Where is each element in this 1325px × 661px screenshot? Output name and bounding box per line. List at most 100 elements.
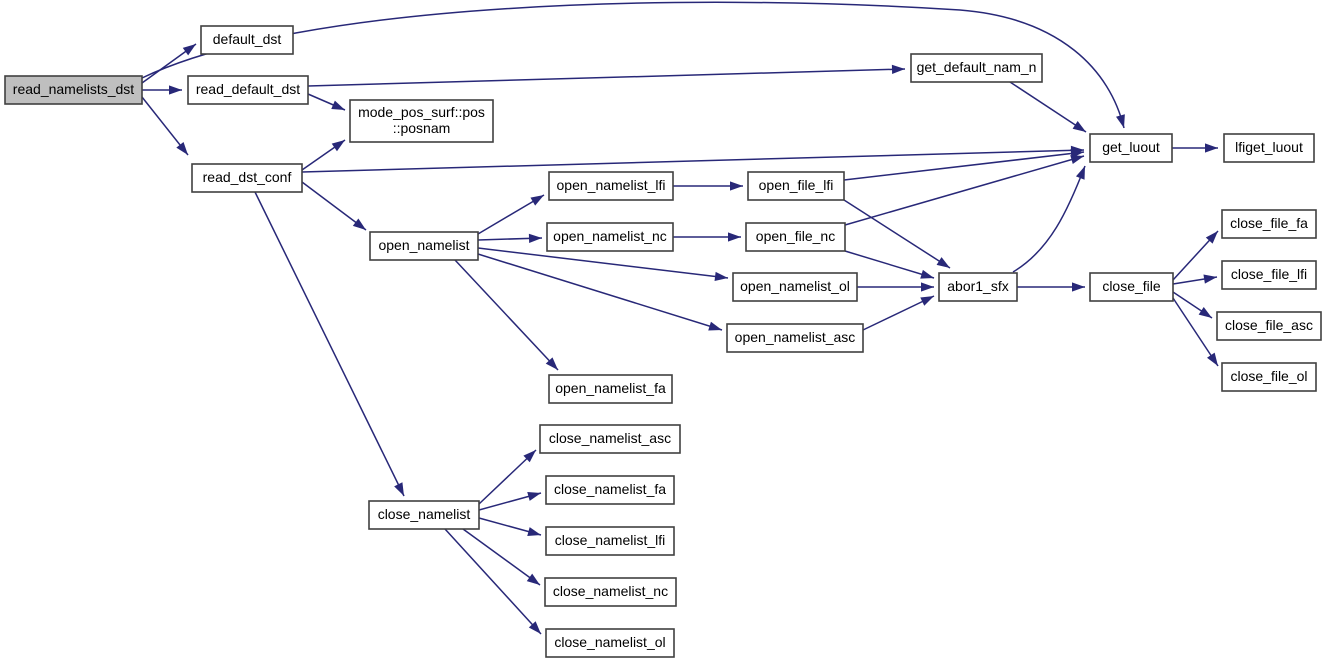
node-box[interactable] — [1089, 272, 1174, 302]
edge-open_namelist-to-open_namelist_nc — [477, 233, 543, 244]
node-box[interactable] — [1089, 133, 1173, 163]
node-box[interactable] — [369, 231, 479, 261]
node-label: close_file_asc — [1225, 317, 1313, 333]
node-box[interactable] — [1223, 133, 1315, 163]
node-close_namelist_nc[interactable]: close_namelist_nc — [544, 577, 677, 607]
node-close_namelist_lfi[interactable]: close_namelist_lfi — [545, 526, 675, 556]
node-label: close_file_fa — [1230, 215, 1308, 231]
node-box[interactable] — [1221, 209, 1317, 239]
node-box[interactable] — [545, 475, 675, 505]
node-open_namelist_lfi[interactable]: open_namelist_lfi — [548, 171, 674, 201]
arrowhead-icon — [1203, 274, 1217, 284]
node-default_dst[interactable]: default_dst — [200, 25, 294, 55]
edge-line — [843, 199, 951, 269]
node-label: close_file_lfi — [1231, 266, 1307, 282]
node-close_file_asc[interactable]: close_file_asc — [1216, 311, 1322, 341]
node-box[interactable] — [545, 628, 675, 658]
edge-get_luout-to-lfiget_luout — [1172, 143, 1218, 153]
edge-open_namelist_lfi-to-open_file_lfi — [673, 181, 743, 191]
node-label: open_namelist_nc — [553, 228, 667, 244]
node-get_default_nam_n[interactable]: get_default_nam_n — [910, 53, 1043, 83]
node-box[interactable] — [938, 272, 1018, 302]
node-get_luout[interactable]: get_luout — [1089, 133, 1173, 163]
node-box[interactable] — [546, 222, 674, 252]
edge-read_namelists_dst-to-read_dst_conf — [141, 96, 189, 156]
edge-line — [844, 155, 1085, 226]
edge-line — [462, 528, 541, 586]
node-label: open_namelist_fa — [555, 380, 666, 396]
node-read_namelists_dst[interactable]: read_namelists_dst — [4, 75, 143, 105]
node-box[interactable] — [745, 222, 846, 252]
node-close_file[interactable]: close_file — [1089, 272, 1174, 302]
node-box[interactable] — [4, 75, 143, 105]
arrowhead-icon — [331, 140, 345, 152]
node-box[interactable] — [910, 53, 1043, 83]
edge-abor1_sfx-to-close_file — [1017, 282, 1085, 292]
arrowhead-icon — [527, 492, 541, 501]
node-open_file_lfi[interactable]: open_file_lfi — [747, 171, 845, 201]
node-lfiget_luout[interactable]: lfiget_luout — [1223, 133, 1315, 163]
edge-line — [141, 1, 1125, 129]
node-close_file_ol[interactable]: close_file_ol — [1221, 362, 1317, 392]
node-close_namelist[interactable]: close_namelist — [368, 500, 480, 530]
edge-close_namelist-to-close_namelist_fa — [478, 492, 542, 511]
edge-open_namelist-to-open_namelist_asc — [477, 253, 723, 331]
node-box[interactable] — [545, 526, 675, 556]
node-box[interactable] — [544, 577, 677, 607]
node-abor1_sfx[interactable]: abor1_sfx — [938, 272, 1018, 302]
edge-abor1_sfx-to-get_luout — [1012, 165, 1086, 273]
node-box[interactable] — [1221, 362, 1317, 392]
node-box[interactable] — [368, 500, 480, 530]
node-read_default_dst[interactable]: read_default_dst — [187, 75, 309, 105]
node-label: close_namelist_asc — [549, 430, 671, 446]
node-box[interactable] — [200, 25, 294, 55]
node-label: default_dst — [213, 31, 282, 47]
node-open_namelist_ol[interactable]: open_namelist_ol — [732, 272, 858, 302]
node-open_namelist_fa[interactable]: open_namelist_fa — [548, 374, 673, 404]
edges-layer — [141, 1, 1219, 635]
edge-line — [862, 295, 935, 331]
arrowhead-icon — [1205, 143, 1218, 153]
arrowhead-icon — [936, 257, 950, 268]
node-close_namelist_asc[interactable]: close_namelist_asc — [539, 424, 681, 454]
node-open_file_nc[interactable]: open_file_nc — [745, 222, 846, 252]
node-mode_pos_surf[interactable]: mode_pos_surf::pos::posnam — [349, 99, 494, 143]
node-read_dst_conf[interactable]: read_dst_conf — [191, 163, 303, 193]
node-close_file_lfi[interactable]: close_file_lfi — [1221, 260, 1317, 290]
node-open_namelist_asc[interactable]: open_namelist_asc — [726, 323, 864, 353]
edge-read_default_dst-to-mode_pos_surf — [307, 93, 346, 111]
arrowhead-icon — [394, 482, 404, 496]
node-box[interactable] — [187, 75, 309, 105]
node-close_namelist_ol[interactable]: close_namelist_ol — [545, 628, 675, 658]
node-box[interactable] — [1216, 311, 1322, 341]
node-open_namelist_nc[interactable]: open_namelist_nc — [546, 222, 674, 252]
node-box[interactable] — [191, 163, 303, 193]
edge-open_file_nc-to-get_luout — [844, 155, 1085, 226]
node-label: close_namelist_fa — [554, 481, 666, 497]
node-box[interactable] — [349, 99, 494, 143]
node-close_file_fa[interactable]: close_file_fa — [1221, 209, 1317, 239]
arrowhead-icon — [545, 357, 558, 370]
nodes-layer: read_namelists_dst default_dst read_defaul… — [4, 25, 1322, 658]
edge-open_namelist-to-open_namelist_ol — [477, 247, 729, 282]
edge-line — [477, 247, 729, 279]
node-close_namelist_fa[interactable]: close_namelist_fa — [545, 475, 675, 505]
edge-line — [843, 151, 1085, 181]
edge-open_namelist_asc-to-abor1_sfx — [862, 295, 935, 331]
arrowhead-icon — [1072, 282, 1085, 292]
arrowhead-icon — [176, 141, 188, 155]
node-label: open_namelist_asc — [735, 329, 856, 345]
edge-read_default_dst-to-get_default_nam_n — [307, 64, 906, 87]
node-open_namelist[interactable]: open_namelist — [369, 231, 479, 261]
node-box[interactable] — [732, 272, 858, 302]
node-box[interactable] — [1221, 260, 1317, 290]
edge-read_dst_conf-to-get_luout — [301, 145, 1085, 173]
node-box[interactable] — [726, 323, 864, 353]
arrowhead-icon — [730, 181, 743, 191]
node-box[interactable] — [747, 171, 845, 201]
node-box[interactable] — [548, 171, 674, 201]
node-box[interactable] — [548, 374, 673, 404]
arrowhead-icon — [1075, 166, 1085, 180]
node-box[interactable] — [539, 424, 681, 454]
